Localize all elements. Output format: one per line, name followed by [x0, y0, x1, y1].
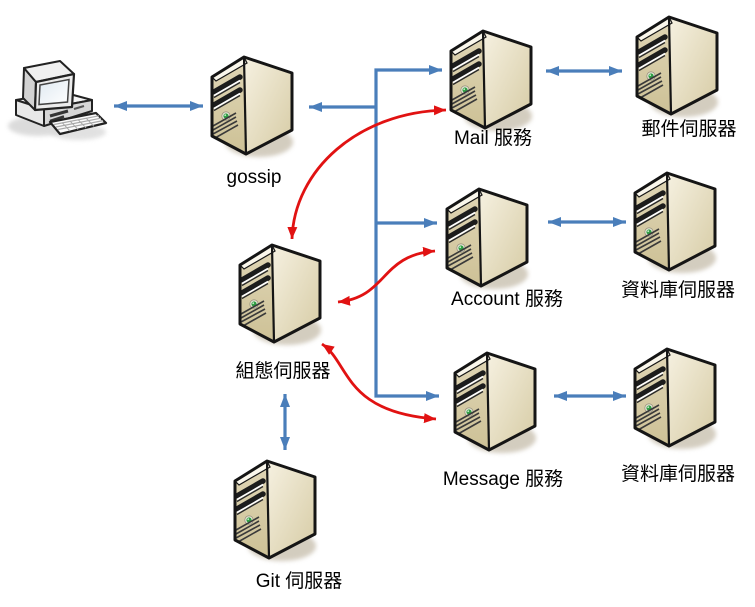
node-account-service — [442, 184, 532, 294]
node-mail-server — [632, 12, 722, 122]
server-icon — [235, 461, 316, 561]
server-icon — [240, 245, 321, 345]
server-icon — [455, 353, 536, 453]
node-config-server — [235, 240, 325, 350]
label-db-server-message: 資料庫伺服器 — [620, 464, 735, 485]
label-gossip: gossip — [226, 167, 282, 188]
node-mail-service — [446, 26, 536, 136]
edge-branch-mail-message — [374, 65, 442, 401]
server-icon — [447, 189, 528, 289]
label-message-service: Message 服務 — [442, 469, 564, 490]
edge-config-message-red — [321, 342, 437, 424]
label-account-service: Account 服務 — [451, 289, 563, 310]
desktop-computer-icon — [8, 61, 106, 140]
node-db-server-account — [630, 168, 720, 278]
node-message-service — [450, 348, 540, 458]
edge-config-account-red — [337, 246, 436, 306]
server-icon — [637, 17, 718, 117]
server-icon — [451, 31, 532, 131]
server-icon — [212, 57, 293, 157]
label-mail-server: 郵件伺服器 — [641, 119, 737, 140]
server-icon — [635, 349, 716, 449]
node-client-computer — [4, 52, 116, 147]
server-icon — [635, 173, 716, 273]
node-git-server — [230, 456, 320, 566]
label-mail-service: Mail 服務 — [453, 128, 533, 149]
label-git-server: Git 伺服器 — [255, 571, 343, 592]
edge-config-mail-red — [287, 105, 447, 240]
label-db-server-account: 資料庫伺服器 — [620, 280, 735, 301]
label-config-server: 組態伺服器 — [235, 361, 331, 382]
node-db-server-message — [630, 344, 720, 454]
node-gossip — [207, 52, 297, 162]
